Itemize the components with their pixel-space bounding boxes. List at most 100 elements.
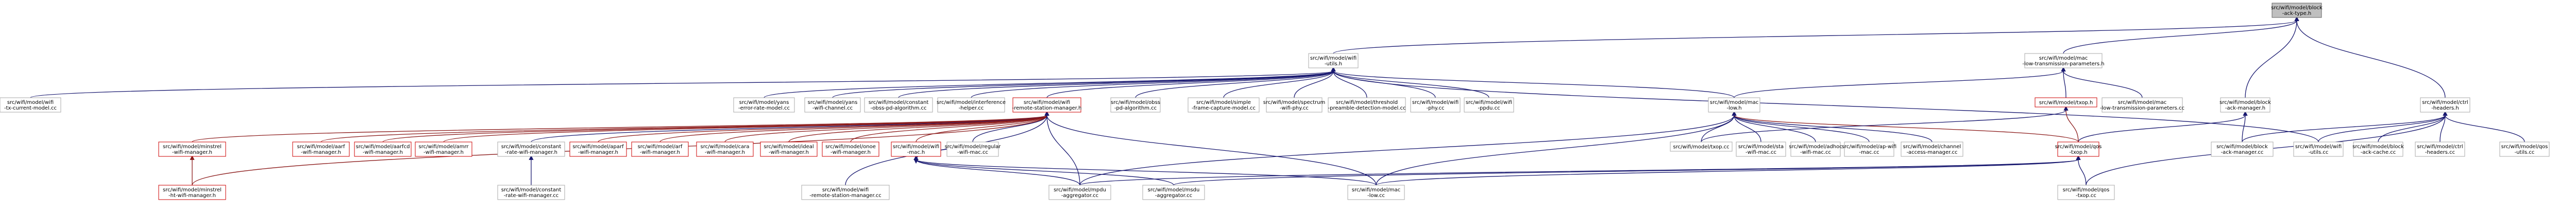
node-label: -wifi-manager.h xyxy=(705,150,745,155)
node-label: -low-transmission-parameters.h xyxy=(2022,61,2104,67)
graph-node[interactable]: src/wifi/model/wifi-remote-station-manag… xyxy=(801,185,890,200)
node-label: src/wifi/model/qos xyxy=(2063,187,2110,193)
graph-node[interactable]: src/wifi/model/constant-rate-wifi-manage… xyxy=(497,141,565,157)
graph-node[interactable]: src/wifi/model/spectrum-wifi-phy.cc xyxy=(1263,97,1325,113)
graph-node[interactable]: src/wifi/model/ideal-wifi-manager.h xyxy=(760,141,818,157)
edge-n1-n11 xyxy=(1135,66,1336,98)
node-label: src/wifi/model/aarf xyxy=(297,144,345,150)
node-box xyxy=(891,141,941,157)
graph-node[interactable]: src/wifi/model/yans-error-rate-model.cc xyxy=(733,97,795,113)
edge-n17-n48 xyxy=(1376,111,1737,186)
graph-node[interactable]: src/wifi/model/aarf-wifi-manager.h xyxy=(292,141,350,157)
graph-node[interactable]: src/wifi/model/amrr-wifi-manager.h xyxy=(415,141,472,157)
node-label: -headers.cc xyxy=(2425,150,2455,155)
edge-n37-n46 xyxy=(1079,155,2081,186)
graph-node[interactable]: src/wifi/model/qos-txop.h xyxy=(2055,141,2102,157)
graph-node[interactable]: src/wifi/model/qos-utils.cc xyxy=(2499,141,2550,157)
node-box xyxy=(760,141,818,157)
node-label: -utils.cc xyxy=(2515,150,2535,155)
graph-node[interactable]: src/wifi/model/constant-rate-wifi-manage… xyxy=(497,185,565,200)
node-box xyxy=(0,97,61,113)
graph-node[interactable]: src/wifi/model/ctrl-headers.cc xyxy=(2415,141,2465,157)
edge-n37-n47 xyxy=(1173,155,2081,186)
node-label: src/wifi/model/ctrl xyxy=(2417,144,2463,150)
node-box xyxy=(415,141,472,157)
graph-node[interactable]: src/wifi/model/block-ack-cache.cc xyxy=(2352,141,2404,157)
node-label: src/wifi/model/block xyxy=(2271,5,2323,11)
graph-node[interactable]: src/wifi/model/wifi-remote-station-manag… xyxy=(1012,97,1082,113)
graph-node[interactable]: src/wifi/model/msdu-aggregator.cc xyxy=(1142,185,1205,200)
graph-node[interactable]: src/wifi/model/wifi-mac.h xyxy=(891,141,941,157)
edge-n4-n39 xyxy=(2318,111,2448,142)
graph-node[interactable]: src/wifi/model/simple-frame-capture-mode… xyxy=(1188,97,1260,113)
node-label: src/wifi/model/aparf xyxy=(572,144,624,150)
graph-node[interactable]: src/wifi/model/block-ack-manager.cc xyxy=(2211,141,2274,157)
node-label: src/wifi/model/constant xyxy=(501,187,562,193)
node-box xyxy=(1328,97,1406,113)
graph-node[interactable]: src/wifi/model/wifi-phy.cc xyxy=(1410,97,1461,113)
node-box xyxy=(1347,185,1405,200)
graph-node[interactable]: src/wifi/model/channel-access-manager.cc xyxy=(1901,141,1963,157)
node-box xyxy=(1410,97,1461,113)
edge-n0-n3 xyxy=(2245,16,2299,98)
node-label: src/wifi/model/qos xyxy=(2055,144,2102,150)
graph-node[interactable]: src/wifi/model/arf-wifi-manager.h xyxy=(631,141,689,157)
node-label: src/wifi/model/channel xyxy=(1903,144,1961,150)
graph-node[interactable]: src/wifi/model/txop.cc xyxy=(1670,141,1733,152)
edge-n10-n30 xyxy=(916,111,1049,142)
graph-node[interactable]: src/wifi/model/aparf-wifi-manager.h xyxy=(569,141,627,157)
edge-n2-n19 xyxy=(2061,66,2143,98)
graph-node[interactable]: src/wifi/model/block-ack-type.h xyxy=(2271,3,2323,18)
graph-node[interactable]: src/wifi/model/wifi-utils.cc xyxy=(2293,141,2344,157)
graph-node[interactable]: src/wifi/model/threshold-preamble-detect… xyxy=(1328,97,1406,113)
graph-node[interactable]: src/wifi/model/wifi-ppdu.cc xyxy=(1464,97,1514,113)
graph-node[interactable]: src/wifi/model/onoe-wifi-manager.h xyxy=(822,141,879,157)
node-box xyxy=(1266,97,1323,113)
edge-n4-n42 xyxy=(2443,111,2525,142)
node-label: -low.cc xyxy=(1367,193,1385,199)
graph-node[interactable]: src/wifi/model/ctrl-headers.h xyxy=(2420,97,2470,113)
node-label: src/wifi/model/amrr xyxy=(418,144,469,150)
node-label: -phy.cc xyxy=(1427,105,1445,111)
node-box xyxy=(1670,141,1733,152)
graph-node[interactable]: src/wifi/model/cara-wifi-manager.h xyxy=(696,141,754,157)
graph-node[interactable]: src/wifi/model/mac-low.cc xyxy=(1347,185,1405,200)
node-label: src/wifi/model/yans xyxy=(739,100,789,105)
graph-node[interactable]: src/wifi/model/mac-low.h xyxy=(1708,97,1760,113)
graph-node[interactable]: src/wifi/model/sta-wifi-mac.cc xyxy=(1736,141,1786,157)
graph-node[interactable]: src/wifi/model/block-ack-manager.h xyxy=(2219,97,2271,113)
edge-n10-n23 xyxy=(443,111,1049,142)
graph-node[interactable]: src/wifi/model/regular-wifi-mac.cc xyxy=(945,141,1002,157)
graph-node[interactable]: src/wifi/model/minstrel-ht-wifi-manager.… xyxy=(158,185,226,200)
node-label: src/wifi/model/ideal xyxy=(764,144,814,150)
graph-node[interactable]: src/wifi/model/qos-txop.cc xyxy=(2057,185,2115,200)
graph-node[interactable]: src/wifi/model/mac-low-transmission-para… xyxy=(2100,97,2184,113)
node-label: -wifi-manager.h xyxy=(831,150,871,155)
graph-node[interactable]: src/wifi/model/minstrel-wifi-manager.h xyxy=(158,141,226,157)
node-label: src/wifi/model/adhoc xyxy=(1789,144,1842,150)
graph-node[interactable]: src/wifi/model/txop.h xyxy=(2035,97,2097,108)
edge-n4-n38 xyxy=(2242,111,2448,142)
graph-node[interactable]: src/wifi/model/wifi-tx-current-model.cc xyxy=(0,97,61,113)
node-label: -aggregator.cc xyxy=(1061,193,1098,199)
graph-node[interactable]: src/wifi/model/mac-low-transmission-para… xyxy=(2022,53,2105,68)
node-box xyxy=(497,185,565,200)
graph-node[interactable]: src/wifi/model/mpdu-aggregator.cc xyxy=(1048,185,1111,200)
node-box xyxy=(2293,141,2344,157)
node-label: src/wifi/model/arf xyxy=(638,144,683,150)
graph-node[interactable]: src/wifi/model/wifi-utils.h xyxy=(1308,53,1359,68)
graph-node[interactable]: src/wifi/model/yans-wifi-channel.cc xyxy=(804,97,861,113)
graph-nodes: src/wifi/model/block-ack-type.hsrc/wifi/… xyxy=(0,3,2550,200)
node-label: src/wifi/model/mac xyxy=(1352,187,1400,193)
node-label: -wifi-manager.h xyxy=(640,150,680,155)
graph-node[interactable]: src/wifi/model/ap-wifi-mac.cc xyxy=(1842,141,1896,157)
graph-node[interactable]: src/wifi/model/adhoc-wifi-mac.cc xyxy=(1789,141,1842,157)
edge-n1-n12 xyxy=(1223,66,1336,98)
edge-n1-n8 xyxy=(898,66,1336,98)
graph-node[interactable]: src/wifi/model/constant-obss-pd-algorith… xyxy=(864,97,933,113)
node-label: -utils.cc xyxy=(2309,150,2329,155)
node-box xyxy=(497,141,565,157)
graph-node[interactable]: src/wifi/model/obss-pd-algorithm.cc xyxy=(1110,97,1161,113)
graph-node[interactable]: src/wifi/model/interference-helper.cc xyxy=(937,97,1006,113)
graph-node[interactable]: src/wifi/model/aarfcd-wifi-manager.h xyxy=(354,141,412,157)
